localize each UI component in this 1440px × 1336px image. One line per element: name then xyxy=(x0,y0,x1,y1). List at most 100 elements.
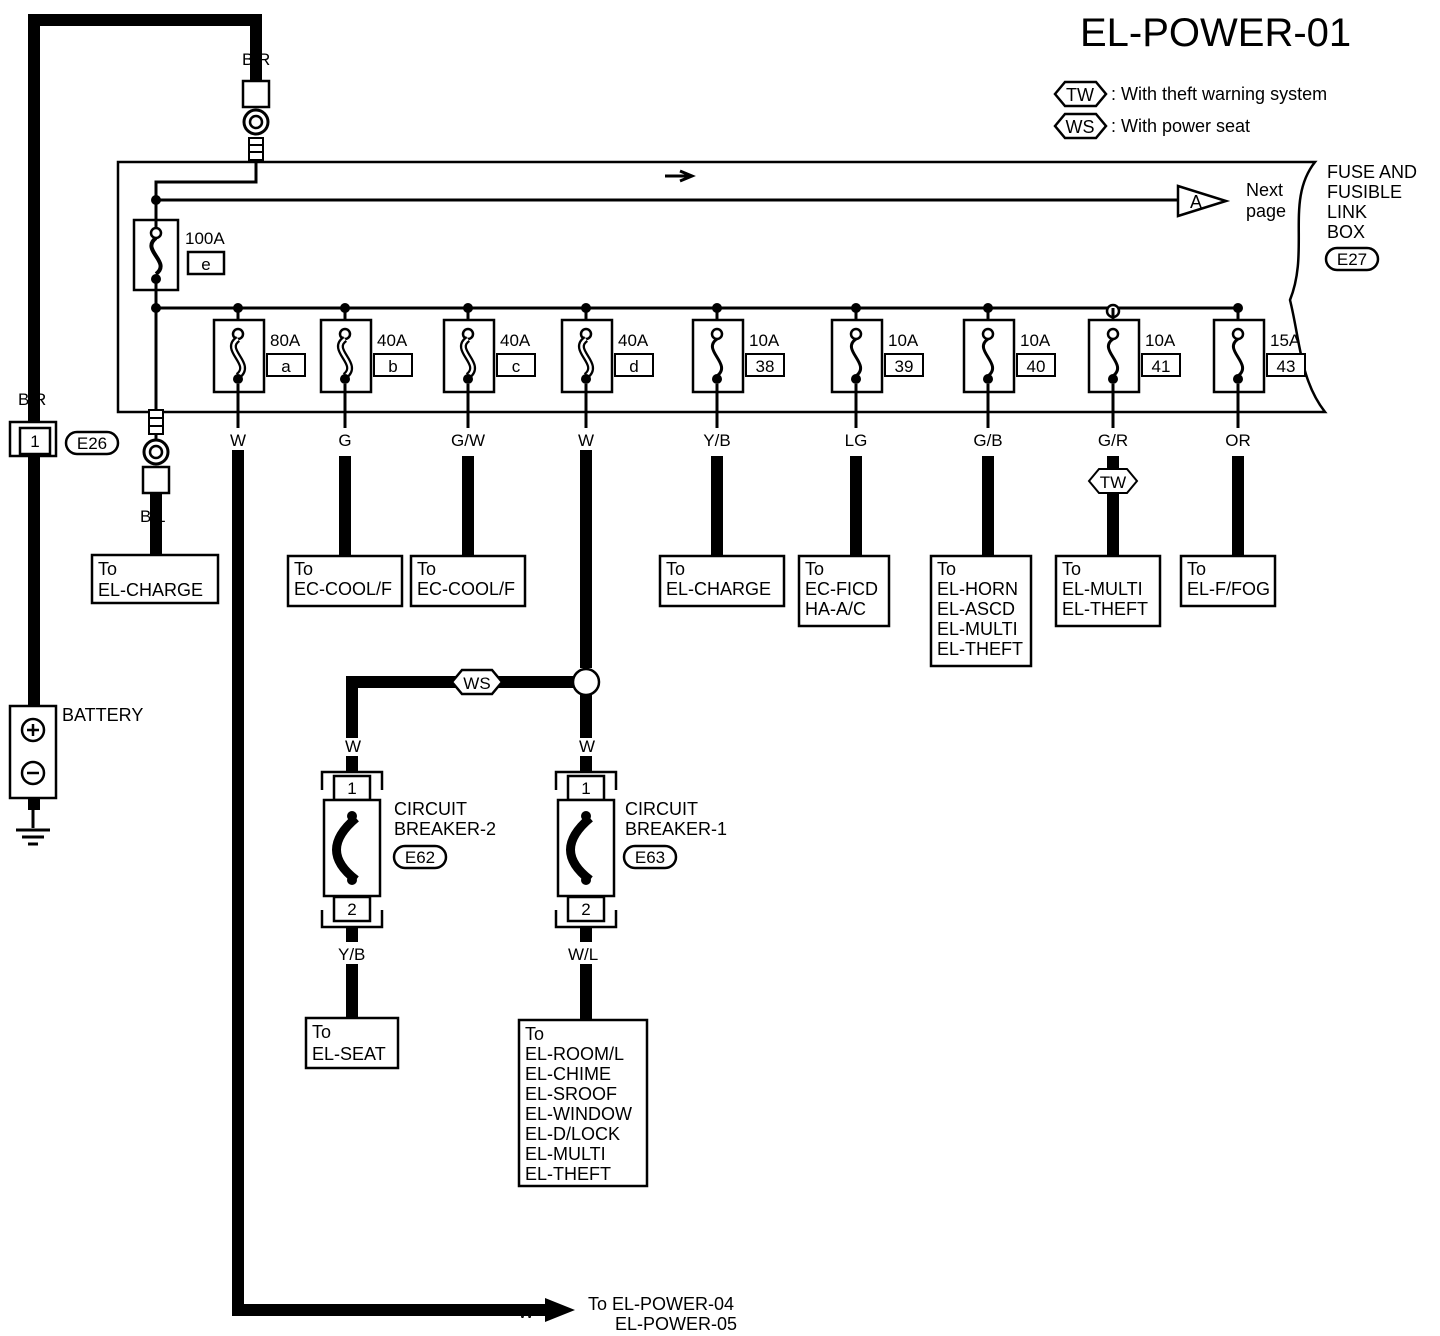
link-feed xyxy=(154,160,258,200)
fuse-destination: EL-MULTI xyxy=(937,619,1018,639)
bottom-output-line-1: To EL-POWER-04 xyxy=(588,1294,734,1314)
fuse-a: 80A aW xyxy=(212,303,306,450)
fuse-box-name-1: FUSE AND xyxy=(1327,162,1417,182)
fuse-destination: EL-THEFT xyxy=(937,639,1023,659)
fuse-box-name-3: LINK xyxy=(1327,202,1367,222)
breaker2-dest-1: To xyxy=(312,1022,331,1042)
fuse-destination: EC-COOL/F xyxy=(417,579,515,599)
fuse-rating: 10A xyxy=(888,331,919,350)
next-page-marker-label: A xyxy=(1190,192,1202,212)
fuse-destination: EC-FICD xyxy=(805,579,878,599)
fuse-destination: To xyxy=(937,559,956,579)
legend-tw: TW : With theft warning system xyxy=(1053,80,1327,108)
charge-tap-wire: B/L xyxy=(140,507,166,526)
fuse-destination: EL-MULTI xyxy=(1062,579,1143,599)
fuse-id: 43 xyxy=(1277,357,1296,376)
breaker1-destination: EL-WINDOW xyxy=(525,1104,632,1124)
battery-connector: E26 xyxy=(77,434,107,453)
breaker2-pin-top: 1 xyxy=(347,779,356,798)
breaker1-pin-bottom: 2 xyxy=(581,900,590,919)
fuse-box-connector: E27 xyxy=(1337,250,1367,269)
fuse-destination: To xyxy=(805,559,824,579)
top-connector xyxy=(241,79,271,161)
bottom-output-wire xyxy=(232,450,548,1316)
charge-tap-dest-1: To xyxy=(98,559,117,579)
breaker1-destination: EL-SROOF xyxy=(525,1084,617,1104)
fuse-wire-label: OR xyxy=(1225,431,1251,450)
breaker1-destination: EL-ROOM/L xyxy=(525,1044,624,1064)
fuse-wire-label: W xyxy=(578,431,594,450)
breaker2-name-2: BREAKER-2 xyxy=(394,819,496,839)
diagram-title: EL-POWER-01 xyxy=(1080,11,1351,55)
fuse-destination: EL-CHARGE xyxy=(666,579,771,599)
fuse-wire-label: LG xyxy=(845,431,868,450)
fuse-id: 40 xyxy=(1027,357,1046,376)
next-page-text-1: Next xyxy=(1246,180,1283,200)
fuse-destination: EL-F/FOG xyxy=(1187,579,1270,599)
fuse-destination: To xyxy=(417,559,436,579)
legend-ws-text: : With power seat xyxy=(1111,116,1250,136)
fuse-rating: 10A xyxy=(1145,331,1176,350)
fuse-destination: EL-THEFT xyxy=(1062,599,1148,619)
fuse-destination: EL-ASCD xyxy=(937,599,1015,619)
breaker2-wire-out: Y/B xyxy=(338,945,365,964)
battery-connector-pin: 1 xyxy=(30,432,39,451)
fuse-rating: 80A xyxy=(270,331,301,350)
fuse-rating: 40A xyxy=(500,331,531,350)
fuse-id: c xyxy=(512,357,521,376)
fuse-destination: HA-A/C xyxy=(805,599,866,619)
fuse-destination: To xyxy=(1062,559,1081,579)
battery-label: BATTERY xyxy=(62,705,143,725)
fuse-id: 38 xyxy=(756,357,775,376)
bottom-output-arrow xyxy=(545,1298,575,1322)
breaker2-wire-in: W xyxy=(345,737,361,756)
fuse-id: a xyxy=(281,357,291,376)
fuse-rating: 10A xyxy=(749,331,780,350)
fuse-box-name-4: BOX xyxy=(1327,222,1365,242)
fuse-box-label: FUSE AND FUSIBLE LINK BOX E27 xyxy=(1324,162,1417,272)
breaker1-wire-out: W/L xyxy=(568,945,598,964)
fuse-wire-label: W xyxy=(230,431,246,450)
breaker1-destinations: ToEL-ROOM/LEL-CHIMEEL-SROOFEL-WINDOWEL-D… xyxy=(525,1024,632,1184)
fuse-rating: 40A xyxy=(377,331,408,350)
breaker2-name-1: CIRCUIT xyxy=(394,799,467,819)
battery-wire-left-label: B/R xyxy=(18,390,46,409)
fuse-box-outline xyxy=(116,160,1328,414)
fuse-wire-label: Y/B xyxy=(703,431,730,450)
breaker1-destination: EL-CHIME xyxy=(525,1064,611,1084)
charge-tap-connector xyxy=(141,409,171,495)
fuse-destination: To xyxy=(294,559,313,579)
breaker2-pin-bottom: 2 xyxy=(347,900,356,919)
splice-point xyxy=(571,667,601,697)
breaker1-destination: EL-D/LOCK xyxy=(525,1124,620,1144)
breaker1-destination: To xyxy=(525,1024,544,1044)
breaker1-destination: EL-MULTI xyxy=(525,1144,606,1164)
breaker1-name-2: BREAKER-1 xyxy=(625,819,727,839)
fuse-wire-label: G xyxy=(338,431,351,450)
breaker1-wire-in: W xyxy=(579,737,595,756)
fuse-destination: To xyxy=(1187,559,1206,579)
fuse-option-tag: TW xyxy=(1100,473,1126,492)
breaker1-connector: E63 xyxy=(635,848,665,867)
fuse-id: b xyxy=(388,357,397,376)
ws-option-tag xyxy=(450,668,504,696)
bottom-output-line-2: EL-POWER-05 xyxy=(615,1314,737,1334)
breaker1-pin-top: 1 xyxy=(581,779,590,798)
fuse-wire-label: G/B xyxy=(973,431,1002,450)
fuse-box-name-2: FUSIBLE xyxy=(1327,182,1402,202)
fuse-row: 80AaW40AbGToEC-COOL/F40AcG/WToEC-COOL/F4… xyxy=(212,303,1306,668)
breaker2-icon: 12 xyxy=(320,770,384,942)
fuse-destination: To xyxy=(666,559,685,579)
breaker2-tag: WS xyxy=(463,674,490,693)
breaker2-dest-2: EL-SEAT xyxy=(312,1044,386,1064)
legend-tw-tag: TW xyxy=(1066,85,1094,105)
breaker2-connector: E62 xyxy=(405,848,435,867)
breaker1-destination: EL-THEFT xyxy=(525,1164,611,1184)
fuse-rating: 10A xyxy=(1020,331,1051,350)
